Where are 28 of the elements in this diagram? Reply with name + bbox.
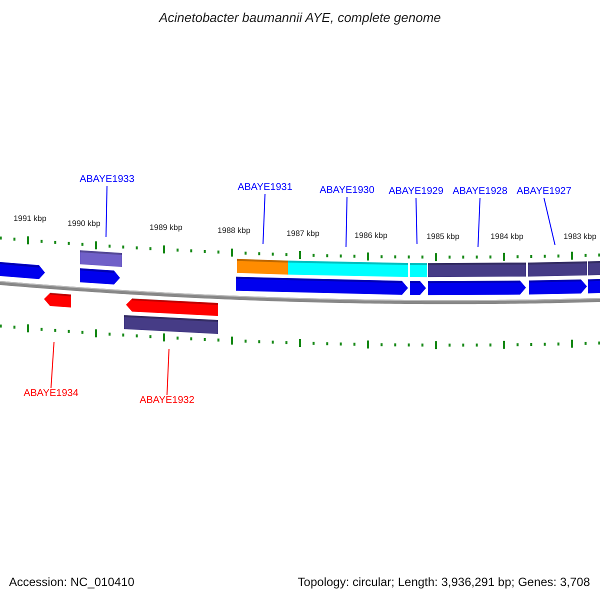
leader-line — [166, 348, 170, 396]
gene-label: ABAYE1929 — [388, 187, 444, 197]
leader-line — [544, 198, 556, 246]
genome-info-text: Topology: circular; Length: 3,936,291 bp; Genes: 3,708 — [298, 576, 590, 588]
scale-label: 1988 kbp — [218, 227, 250, 235]
gene-label: ABAYE1927 — [516, 187, 572, 197]
gene-label: ABAYE1934 — [24, 389, 78, 399]
scale-label: 1983 kbp — [564, 233, 596, 241]
leader-line — [478, 198, 480, 248]
leader-line — [50, 342, 54, 388]
title: Acinetobacter baumannii AYE, complete genome — [159, 11, 441, 24]
gene-label: ABAYE1932 — [140, 396, 194, 406]
scale-label: 1989 kbp — [150, 224, 182, 232]
scale-label: 1990 kbp — [68, 220, 100, 228]
gene-label: ABAYE1928 — [452, 187, 508, 197]
leader-line — [262, 194, 266, 244]
accession-text: Accession: NC_010410 — [9, 576, 134, 588]
gene-label: ABAYE1933 — [80, 175, 134, 185]
leader-line — [346, 196, 348, 248]
gene-label: ABAYE1931 — [238, 183, 292, 193]
scale-label: 1991 kbp — [14, 215, 46, 223]
gene-label: ABAYE1930 — [320, 186, 374, 196]
leader-line — [416, 198, 418, 244]
scale-label: 1987 kbp — [286, 230, 320, 238]
leader-line — [106, 186, 108, 238]
scale-label: 1986 kbp — [354, 232, 388, 240]
scale-label: 1985 kbp — [426, 233, 460, 241]
scale-label: 1984 kbp — [490, 233, 524, 241]
